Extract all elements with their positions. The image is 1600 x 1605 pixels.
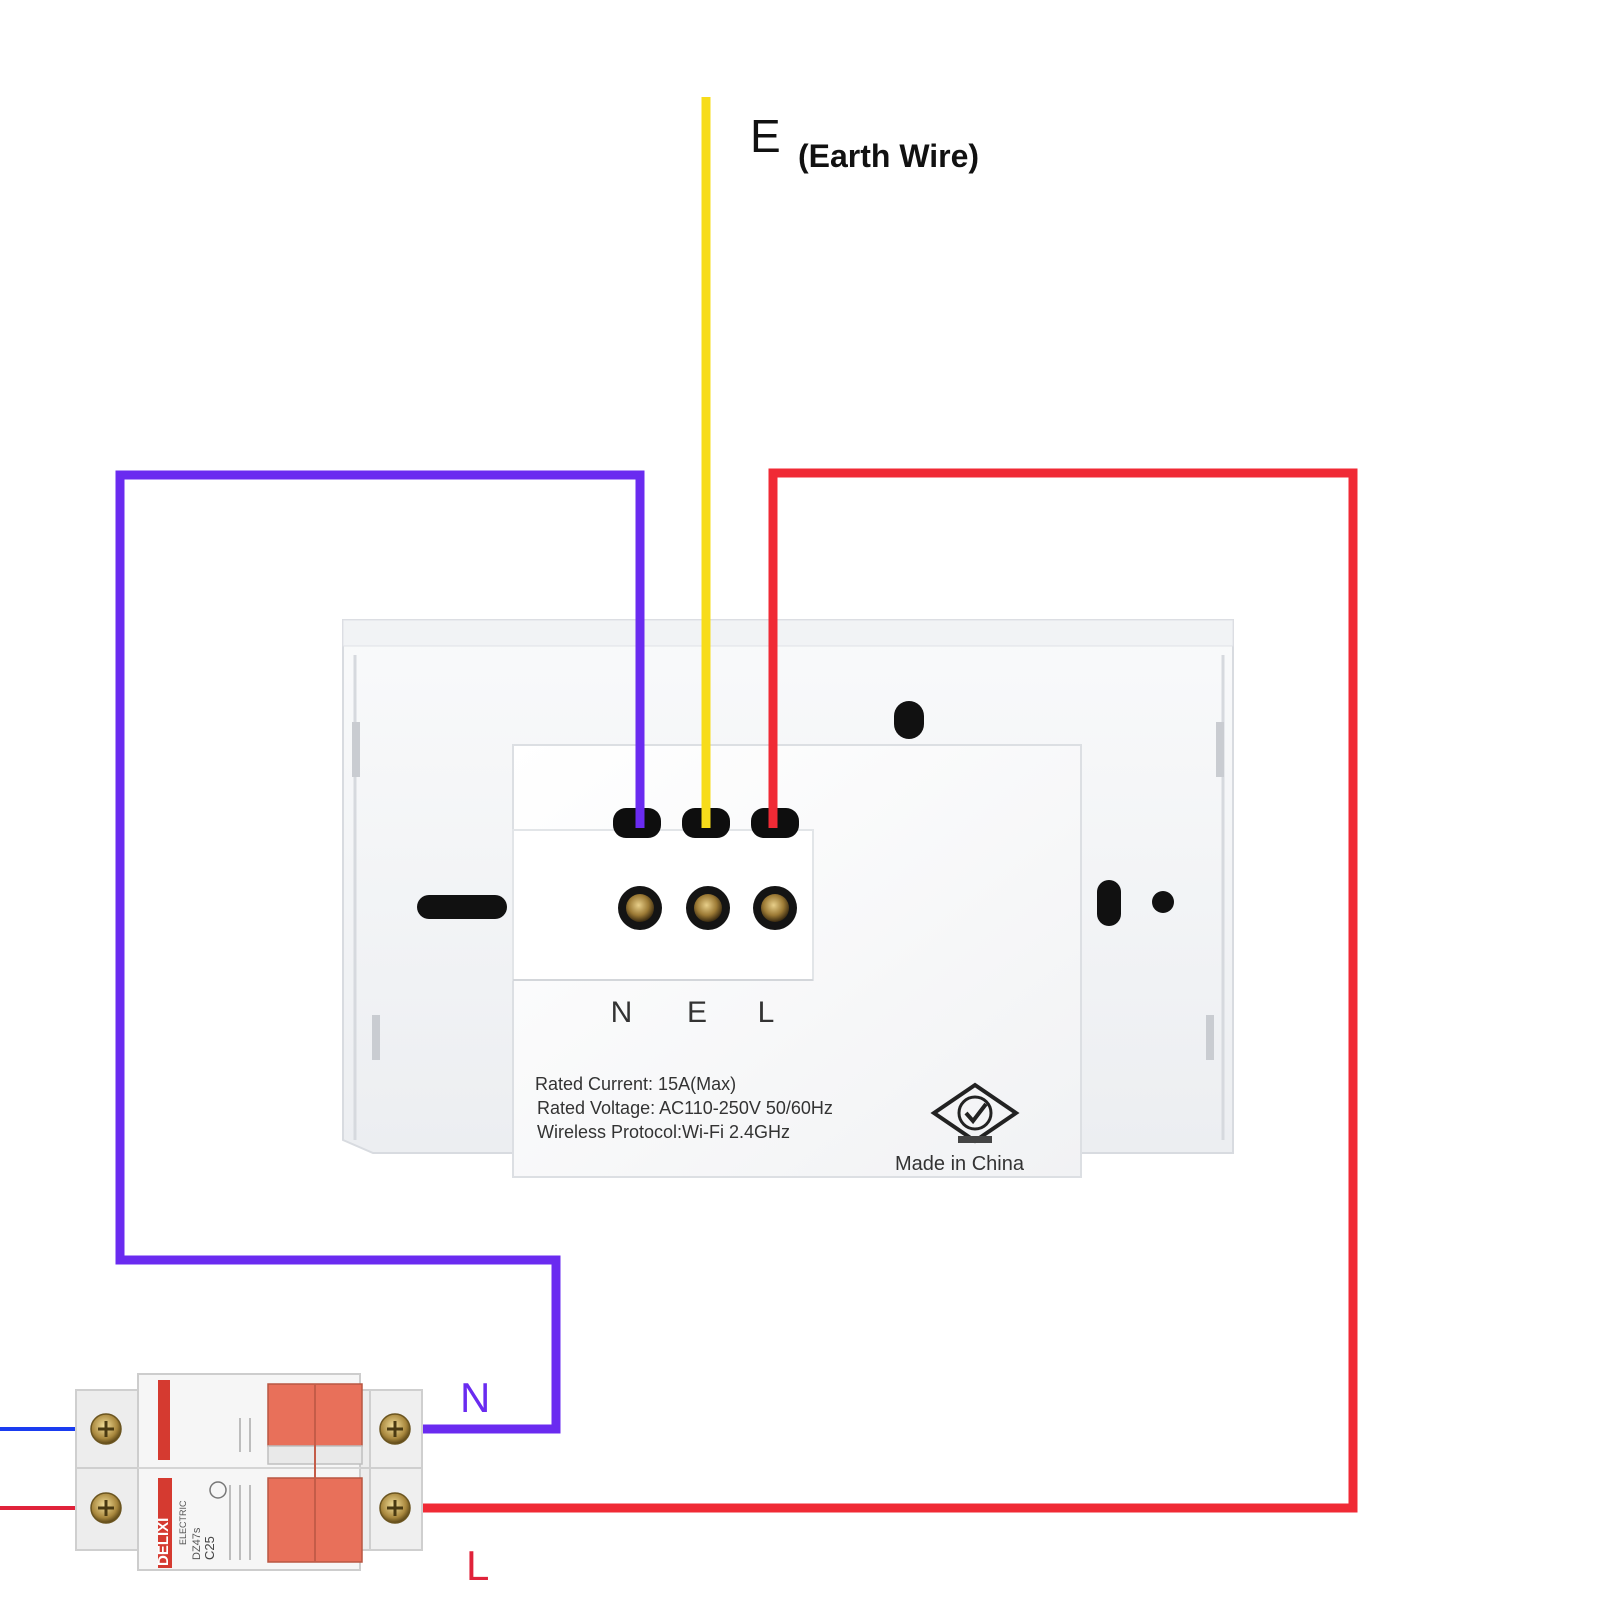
breaker-rating: C25 <box>202 1536 217 1560</box>
side-clip-left-top <box>352 722 360 777</box>
mounting-slot-right <box>1097 880 1121 926</box>
terminal-label-l: L <box>758 996 775 1029</box>
rated-voltage-text: Rated Voltage: AC110-250V 50/60Hz <box>537 1098 833 1118</box>
terminal-label-n: N <box>611 996 634 1029</box>
ccc-mark-icon <box>209 1481 227 1499</box>
breaker-fine-print <box>229 1418 251 1560</box>
terminal-screws <box>618 886 797 930</box>
side-clip-right-bottom <box>1206 1015 1214 1060</box>
terminal-label-e: E <box>687 996 707 1029</box>
wires <box>0 97 1358 1513</box>
breaker-sub-brand: ELECTRIC <box>178 1500 188 1545</box>
terminal-module: N E L Rated Current: 15A(Max) Rated Volt… <box>512 744 1082 1178</box>
mounting-slot-left <box>417 895 507 919</box>
mounting-hole-top <box>894 701 924 739</box>
rated-current-text: Rated Current: 15A(Max) <box>535 1074 736 1094</box>
side-clip-left-bottom <box>372 1015 380 1060</box>
breaker-brand-stripe <box>158 1380 170 1460</box>
side-clip-right-top <box>1216 722 1224 777</box>
breaker-model: DZ47s <box>191 1527 203 1560</box>
earth-wire-label: (Earth Wire) <box>798 138 979 174</box>
circuit-breaker: DELIXI ELECTRIC DZ47s C25 <box>75 1373 423 1571</box>
breaker-screws <box>90 1413 411 1524</box>
breaker-l-label: L <box>466 1542 489 1589</box>
made-in-text: Made in China <box>895 1153 1025 1175</box>
mounting-hole-right <box>1152 891 1174 913</box>
neutral-wire <box>115 470 645 1434</box>
rcm-check-mark-icon <box>930 1082 1020 1144</box>
wireless-protocol-text: Wireless Protocol:Wi-Fi 2.4GHz <box>537 1122 790 1142</box>
earth-letter: E <box>750 110 781 162</box>
breaker-brand: DELIXI <box>155 1518 172 1566</box>
breaker-n-label: N <box>460 1374 490 1421</box>
live-wire <box>408 468 1358 1513</box>
